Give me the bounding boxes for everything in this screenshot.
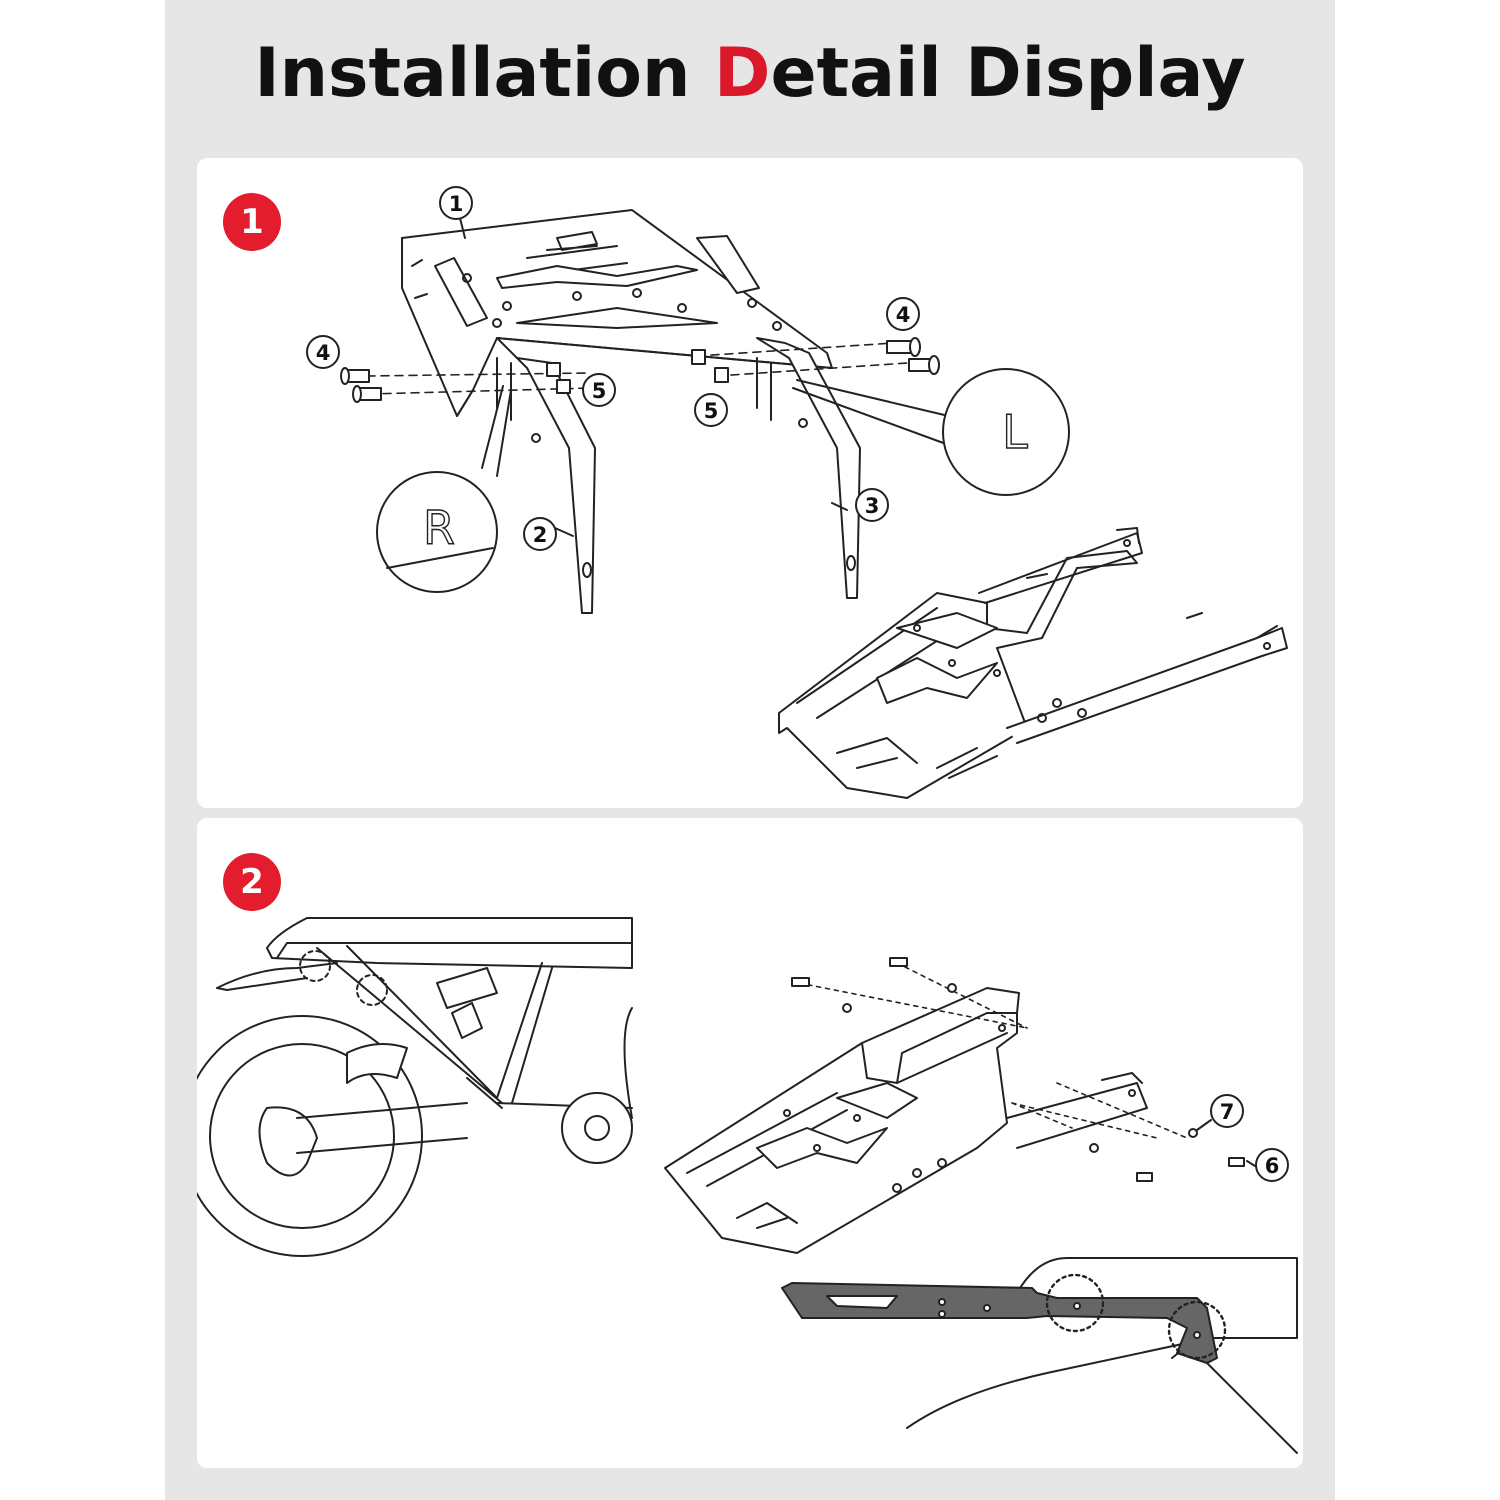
page: Installation Detail Display 1 [165,0,1335,1500]
callout-part-5-right: 5 [694,393,728,427]
svg-text:3: 3 [865,494,880,518]
left-side-label: L [1002,405,1028,459]
step-1-panel: 1 [197,158,1303,808]
callout-part-2: 2 [523,517,557,551]
left-bracket [496,337,596,614]
step-1-illustration: 1 4 5 4 5 2 3 R L [306,186,1288,799]
title-accent-letter: D [714,34,771,113]
title-part-1: Installation [254,34,715,113]
svg-text:4: 4 [316,341,331,365]
assembled-rack [778,527,1288,799]
step-2-illustration: 7 6 [197,917,1298,1454]
left-side-magnifier [942,368,1070,496]
svg-text:6: 6 [1265,1154,1280,1178]
svg-text:1: 1 [449,192,464,216]
bike-rear-illustration [197,917,633,1257]
callouts-step-2: 7 6 [1210,1094,1289,1182]
callout-part-6: 6 [1255,1148,1289,1182]
callout-part-4-left: 4 [306,335,340,369]
svg-text:7: 7 [1220,1100,1235,1124]
title-part-2: etail Display [770,34,1246,113]
rack-top-plate [401,209,833,417]
right-bracket [756,337,861,599]
callouts-step-1: 1 4 5 4 5 2 3 R L [306,186,1029,556]
svg-text:5: 5 [704,399,719,423]
callout-part-3: 3 [855,488,889,522]
step-2-panel: 2 [197,818,1303,1468]
page-title: Installation Detail Display [165,34,1335,113]
svg-text:2: 2 [533,523,548,547]
svg-text:5: 5 [592,379,607,403]
mounted-rack-side-view [781,1257,1298,1454]
svg-text:4: 4 [896,303,911,327]
bolts-left [340,362,571,403]
step-1-badge: 1 [223,193,281,251]
callout-part-5-left: 5 [582,373,616,407]
step-2-badge: 2 [223,853,281,911]
exploded-rack [664,957,1256,1254]
right-side-label: R [423,501,455,555]
bolts-right [691,337,940,383]
callout-part-7: 7 [1210,1094,1244,1128]
callout-part-1: 1 [439,186,473,220]
right-side-magnifier [376,471,498,593]
callout-part-4-right: 4 [886,297,920,331]
